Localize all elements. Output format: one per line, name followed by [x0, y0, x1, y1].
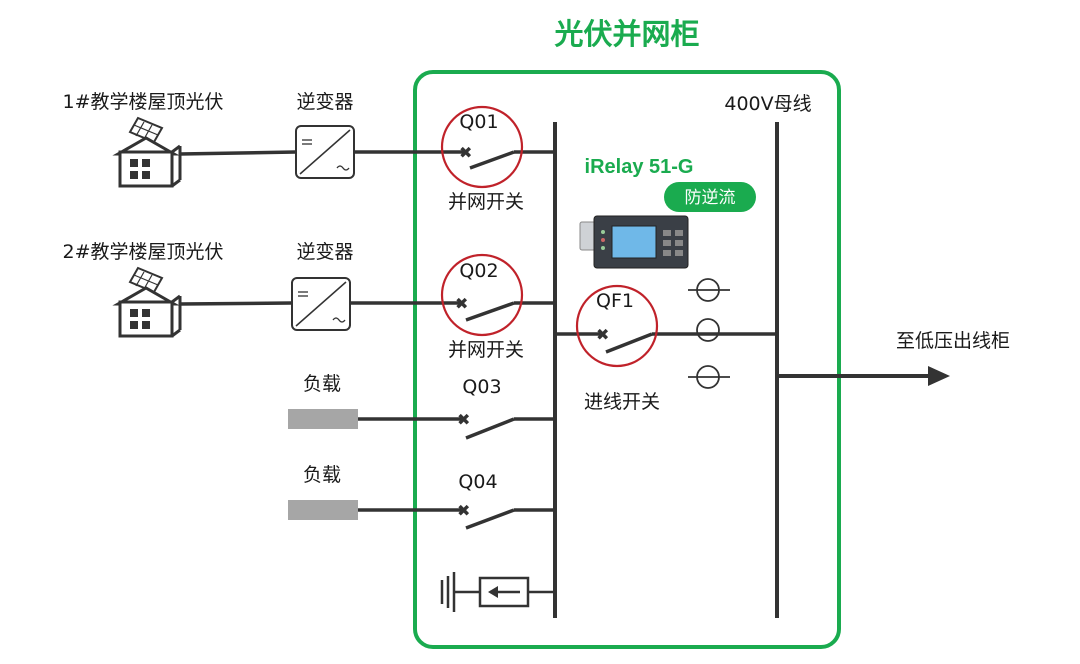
qf1-label: QF1 [596, 290, 634, 312]
load-branch-2: 负载 ✖ Q04 [288, 464, 555, 530]
pv-source-1-label: 1#教学楼屋顶光伏 [62, 91, 223, 113]
cabinet-title: 光伏并网柜 [554, 17, 699, 51]
inverter-2-icon [291, 277, 351, 331]
relay-function-pill [664, 182, 756, 212]
q02-switch-blade [465, 301, 515, 322]
qf1-branch: ✖ QF1 进线开关 [555, 284, 777, 413]
q04-label: Q04 [458, 471, 497, 493]
relay-model-label: iRelay 51-G [585, 156, 694, 178]
busbar-label: 400V母线 [724, 93, 811, 115]
outgoing-arrow [777, 366, 950, 386]
grid-switch-2-label: 并网开关 [448, 339, 524, 361]
cabinet-frame [413, 70, 841, 649]
building-solar-icon [112, 266, 182, 338]
q01-cross: ✖ [459, 143, 472, 162]
q04-cross: ✖ [457, 501, 470, 520]
pv-branch-1: 1#教学楼屋顶光伏 逆变器 ✖ Q [62, 91, 555, 213]
inverter-1-label: 逆变器 [296, 91, 353, 113]
pv-branch-2: 2#教学楼屋顶光伏 逆变器 ✖ Q [62, 241, 555, 361]
q02-highlight [440, 253, 524, 337]
qf1-switch-blade [605, 332, 653, 354]
q02-cross: ✖ [455, 294, 468, 313]
building-solar-icon [112, 116, 182, 188]
current-transformer-icons [688, 278, 730, 389]
q03-switch-blade [465, 417, 515, 440]
inverter-1-icon [295, 125, 355, 179]
q03-cross: ✖ [457, 410, 470, 429]
qf1-highlight [575, 284, 659, 368]
q02-label: Q02 [459, 260, 498, 282]
q01-label: Q01 [459, 111, 498, 133]
grounding-symbol [440, 572, 555, 612]
relay-function-label: 防逆流 [685, 188, 736, 208]
q04-switch-blade [465, 508, 515, 530]
outgoing-label: 至低压出线柜 [896, 330, 1010, 352]
q01-highlight [440, 105, 524, 189]
relay-device-icon [579, 215, 689, 269]
load-1-label: 负载 [303, 373, 341, 395]
pv-source-2-label: 2#教学楼屋顶光伏 [62, 241, 223, 263]
incoming-switch-label: 进线开关 [584, 391, 660, 413]
load-2-label: 负载 [303, 464, 341, 486]
load-1-block [288, 409, 358, 429]
grid-switch-1-label: 并网开关 [448, 191, 524, 213]
qf1-cross: ✖ [596, 325, 609, 344]
inverter-2-label: 逆变器 [296, 241, 353, 263]
q01-switch-blade [469, 150, 515, 170]
load-2-block [288, 500, 358, 520]
q03-label: Q03 [462, 376, 501, 398]
load-branch-1: 负载 ✖ Q03 [288, 373, 555, 440]
